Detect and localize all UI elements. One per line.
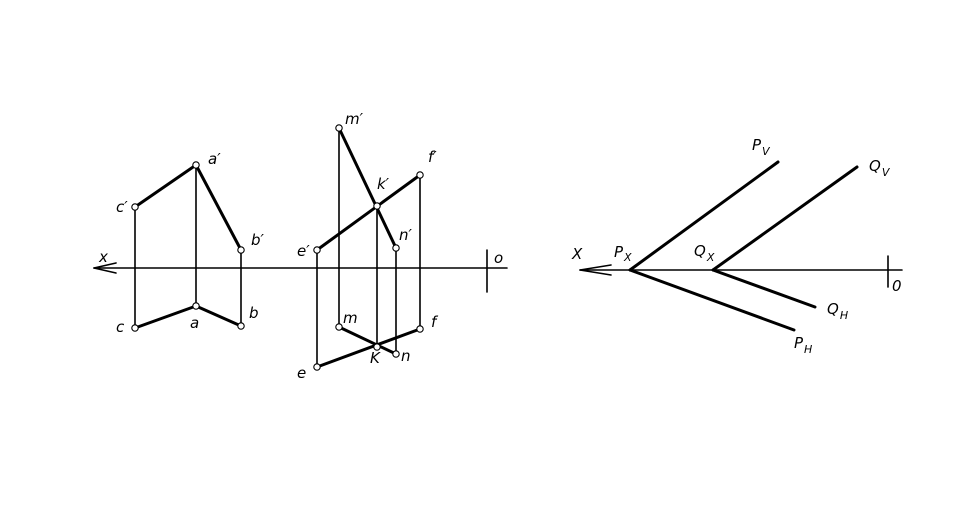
- point-k: [373, 343, 381, 351]
- triangle-abc-horizontal: [133, 304, 243, 330]
- label-qx: QX: [694, 242, 715, 264]
- label-c-prime: c′: [116, 198, 128, 216]
- label-b-prime: b′: [251, 231, 265, 249]
- label-axis-o: o: [494, 249, 503, 267]
- point-n-prime: [392, 244, 400, 252]
- label-b: b: [249, 304, 259, 322]
- label-n-prime: n′: [399, 226, 413, 244]
- point-c-prime: [131, 203, 139, 211]
- label-a-prime: a′: [208, 150, 221, 168]
- label-px: PX: [614, 243, 632, 264]
- connector-lines: [134, 127, 421, 368]
- label-k: K: [370, 349, 381, 367]
- point-m: [335, 323, 343, 331]
- label-n: n: [401, 347, 411, 365]
- right-axis-arrowhead: [579, 264, 612, 276]
- label-m: m: [343, 309, 358, 327]
- plane-traces: [628, 160, 859, 332]
- left-figure: x o c′ a′ b′ c a b m′ k′ f′ n′ e′ m f K …: [93, 110, 508, 382]
- label-m-prime: m′: [345, 110, 364, 128]
- label-e: e: [297, 364, 306, 382]
- label-axis-0: 0: [892, 277, 902, 295]
- label-a: a: [190, 314, 199, 332]
- trace-qv: [711, 165, 859, 272]
- label-ph: PH: [794, 334, 812, 356]
- label-c: c: [116, 318, 125, 336]
- label-qv: QV: [869, 157, 891, 179]
- point-k-prime: [373, 202, 381, 210]
- label-axis-x: x: [98, 248, 108, 266]
- label-pv: PV: [752, 136, 771, 158]
- point-a-prime: [192, 161, 200, 169]
- right-figure: X 0 PV QV PX QX QH PH: [571, 136, 903, 356]
- point-b-prime: [237, 246, 245, 254]
- point-c: [131, 324, 139, 332]
- label-f: f: [431, 313, 439, 331]
- point-f: [416, 325, 424, 333]
- label-f-prime: f′: [428, 148, 437, 166]
- point-a: [192, 302, 200, 310]
- label-qh: QH: [827, 300, 848, 322]
- triangle-abc-frontal: [133, 163, 243, 252]
- point-e: [313, 363, 321, 371]
- point-f-prime: [416, 171, 424, 179]
- point-n: [392, 350, 400, 358]
- right-labels: X 0 PV QV PX QX QH PH: [571, 136, 902, 356]
- label-axis-X: X: [571, 245, 583, 263]
- point-markers: [131, 124, 424, 371]
- label-e-prime: e′: [297, 242, 310, 260]
- trace-pv: [628, 160, 780, 272]
- point-e-prime: [313, 246, 321, 254]
- lines-ef-mn-frontal: [315, 126, 422, 252]
- left-labels: x o c′ a′ b′ c a b m′ k′ f′ n′ e′ m f K …: [98, 110, 503, 382]
- lines-ef-mn-horizontal: [315, 325, 422, 369]
- point-b: [237, 322, 245, 330]
- trace-ph: [628, 268, 796, 332]
- point-m-prime: [335, 124, 343, 132]
- label-k-prime: k′: [377, 175, 390, 193]
- left-axis-arrowhead: [93, 262, 117, 274]
- trace-qh: [711, 268, 817, 309]
